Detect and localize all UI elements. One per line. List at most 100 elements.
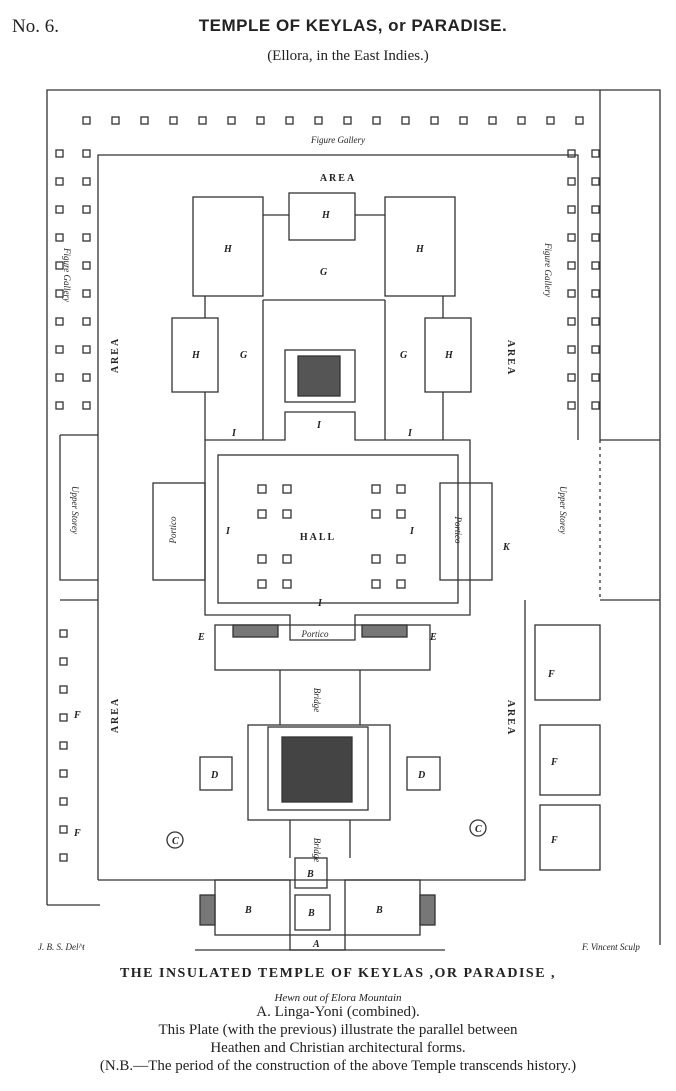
label-area-left-lower: AREA — [110, 697, 121, 733]
column — [59, 769, 68, 778]
connecting-walls — [204, 214, 444, 318]
column — [567, 345, 576, 354]
label-k: K — [502, 542, 511, 553]
nandi-figure — [281, 736, 353, 803]
label-figure-gallery-top: Figure Gallery — [310, 135, 365, 145]
column — [59, 825, 68, 834]
room-b-top — [294, 857, 328, 889]
label-f-right-3: F — [550, 835, 558, 846]
column — [371, 579, 381, 589]
column — [396, 579, 406, 589]
room-f-right-1 — [534, 624, 601, 701]
column — [396, 484, 406, 494]
column — [257, 484, 267, 494]
label-area-top: AREA — [320, 173, 356, 184]
credit-draughtsman: J. B. S. Del^t — [38, 942, 85, 952]
stairs-b-left — [199, 894, 216, 926]
label-h-left: H — [191, 350, 201, 361]
room-h-right-top — [384, 196, 456, 297]
column — [59, 713, 68, 722]
label-h-right-top: H — [415, 244, 425, 255]
column — [59, 629, 68, 638]
label-figure-gallery-left: Figure Gallery — [62, 247, 72, 302]
label-portico-left: Portico — [168, 516, 178, 544]
label-h-right: H — [444, 350, 454, 361]
label-h-left-top: H — [223, 244, 233, 255]
room-h-left — [171, 317, 219, 393]
bridge-lower-walls — [289, 820, 351, 858]
label-upper-storey-left: Upper Storey — [70, 486, 80, 534]
bridge-upper-walls — [279, 670, 361, 725]
label-i-left: I — [225, 526, 231, 537]
label-i-right-top: I — [407, 428, 413, 439]
column — [82, 261, 91, 270]
room-f-right-2 — [539, 724, 601, 796]
hall-outer-wall — [204, 411, 471, 641]
label-i-top: I — [316, 420, 322, 431]
room-d-right — [406, 756, 441, 791]
label-i-left-top: I — [231, 428, 237, 439]
column — [111, 116, 120, 125]
page-subtitle: (Ellora, in the East Indies.) — [267, 48, 429, 64]
label-c-left: C — [172, 836, 179, 847]
column — [371, 484, 381, 494]
label-f-left-2: F — [73, 828, 81, 839]
column — [575, 116, 584, 125]
lower-portico — [214, 624, 431, 671]
column — [567, 289, 576, 298]
column — [257, 554, 267, 564]
caption-note: (N.B.—The period of the construction of … — [99, 1058, 577, 1074]
label-figure-gallery-right: Figure Gallery — [543, 242, 553, 297]
column — [256, 116, 265, 125]
stairs-left — [232, 624, 279, 638]
column — [59, 853, 68, 862]
column — [591, 345, 600, 354]
column — [82, 401, 91, 410]
label-i-right: I — [409, 526, 415, 537]
column — [140, 116, 149, 125]
label-e-right: E — [429, 632, 437, 643]
column — [82, 233, 91, 242]
column — [82, 205, 91, 214]
outer-enclosure-wall — [46, 89, 661, 945]
caption-legend-a: A. Linga-Yoni (combined). — [256, 1004, 420, 1020]
linga-sanctum-figure — [297, 355, 341, 397]
column — [55, 205, 64, 214]
label-area-right-lower: AREA — [505, 700, 516, 736]
label-c-right: C — [475, 824, 482, 835]
nandi-shrine-inner — [267, 726, 369, 811]
label-a: A — [312, 939, 320, 950]
hall-columns — [257, 484, 406, 589]
column — [396, 554, 406, 564]
label-f-right-1: F — [547, 669, 555, 680]
label-upper-storey-right: Upper Storey — [558, 486, 568, 534]
column — [198, 116, 207, 125]
column — [459, 116, 468, 125]
column — [567, 177, 576, 186]
portico-left — [152, 482, 206, 581]
column — [591, 261, 600, 270]
g-enclosure — [204, 299, 444, 440]
column — [59, 797, 68, 806]
label-f-right-2: F — [550, 757, 558, 768]
room-h-top — [288, 192, 356, 241]
column — [282, 484, 292, 494]
column — [591, 177, 600, 186]
caption-title: THE INSULATED TEMPLE OF KEYLAS ,OR PARAD… — [119, 966, 557, 981]
stairs-right — [361, 624, 408, 638]
column — [59, 741, 68, 750]
column — [567, 205, 576, 214]
column — [59, 685, 68, 694]
column — [401, 116, 410, 125]
caption-line-2: Heathen and Christian architectural form… — [210, 1040, 466, 1056]
label-e-left: E — [197, 632, 205, 643]
column — [567, 233, 576, 242]
column — [169, 116, 178, 125]
column — [591, 289, 600, 298]
label-d-right: D — [417, 770, 425, 781]
room-h-left-top — [192, 196, 264, 297]
pillar-c-right — [469, 819, 487, 837]
nandi-shrine — [247, 724, 391, 821]
column — [257, 579, 267, 589]
column — [488, 116, 497, 125]
